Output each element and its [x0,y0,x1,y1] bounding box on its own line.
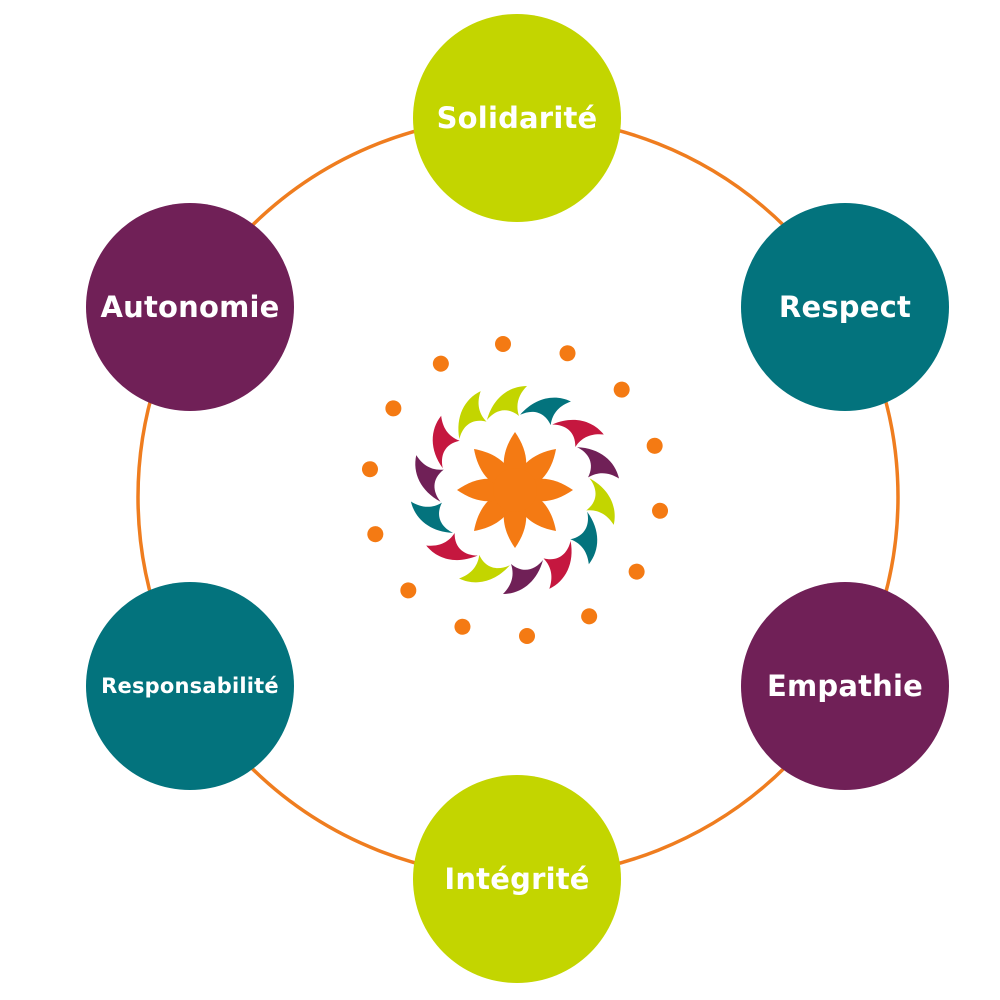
person-figure [577,437,663,479]
person-head [432,355,449,372]
person-body [552,419,604,447]
person-figure [503,560,543,644]
person-figure [552,381,630,447]
person-head [628,563,645,580]
person-figure [367,501,453,543]
person-figure [543,540,598,625]
person-head [454,618,471,635]
person-body [410,501,453,533]
person-head [361,461,378,478]
person-figure [520,345,576,426]
node-empathie: Empathie [741,582,949,790]
person-head [652,502,669,519]
person-head [400,582,417,599]
person-head [495,336,511,352]
node-autonomie: Autonomie [86,203,294,411]
person-head [646,437,663,454]
node-respect: Respect [741,203,949,411]
person-body [458,391,487,440]
node-label-integrite: Intégrité [444,862,590,896]
person-figure [400,533,478,599]
person-figure [586,478,669,525]
person-figure [361,455,444,502]
node-integrite: Intégrité [413,775,621,983]
person-figure [432,355,487,440]
person-figure [487,336,527,420]
person-body [503,560,543,594]
person-body [426,533,478,561]
node-label-respect: Respect [778,290,912,324]
person-head [367,526,384,543]
node-label-solidarite: Solidarité [436,101,598,135]
person-head [613,381,630,398]
person-figure [570,511,645,580]
node-label-responsabilite: Responsabilité [101,674,279,698]
person-head [581,608,598,625]
node-label-autonomie: Autonomie [100,290,280,324]
person-body [586,478,615,525]
person-body [487,386,527,420]
flower-center [493,468,537,512]
person-body [415,455,444,502]
person-figure [454,554,510,635]
person-body [520,397,571,426]
flower-icon [457,432,573,548]
person-head [559,345,576,362]
node-solidarite: Solidarité [413,14,621,222]
node-label-empathie: Empathie [766,669,924,703]
person-body [570,511,598,565]
person-head [385,400,402,417]
people-figures [361,336,669,644]
person-body [543,540,572,589]
person-head [519,628,535,644]
node-responsabilite: Responsabilité [86,582,294,790]
person-figure [385,400,460,469]
person-body [432,415,460,469]
person-body [459,554,510,583]
person-body [577,447,620,479]
